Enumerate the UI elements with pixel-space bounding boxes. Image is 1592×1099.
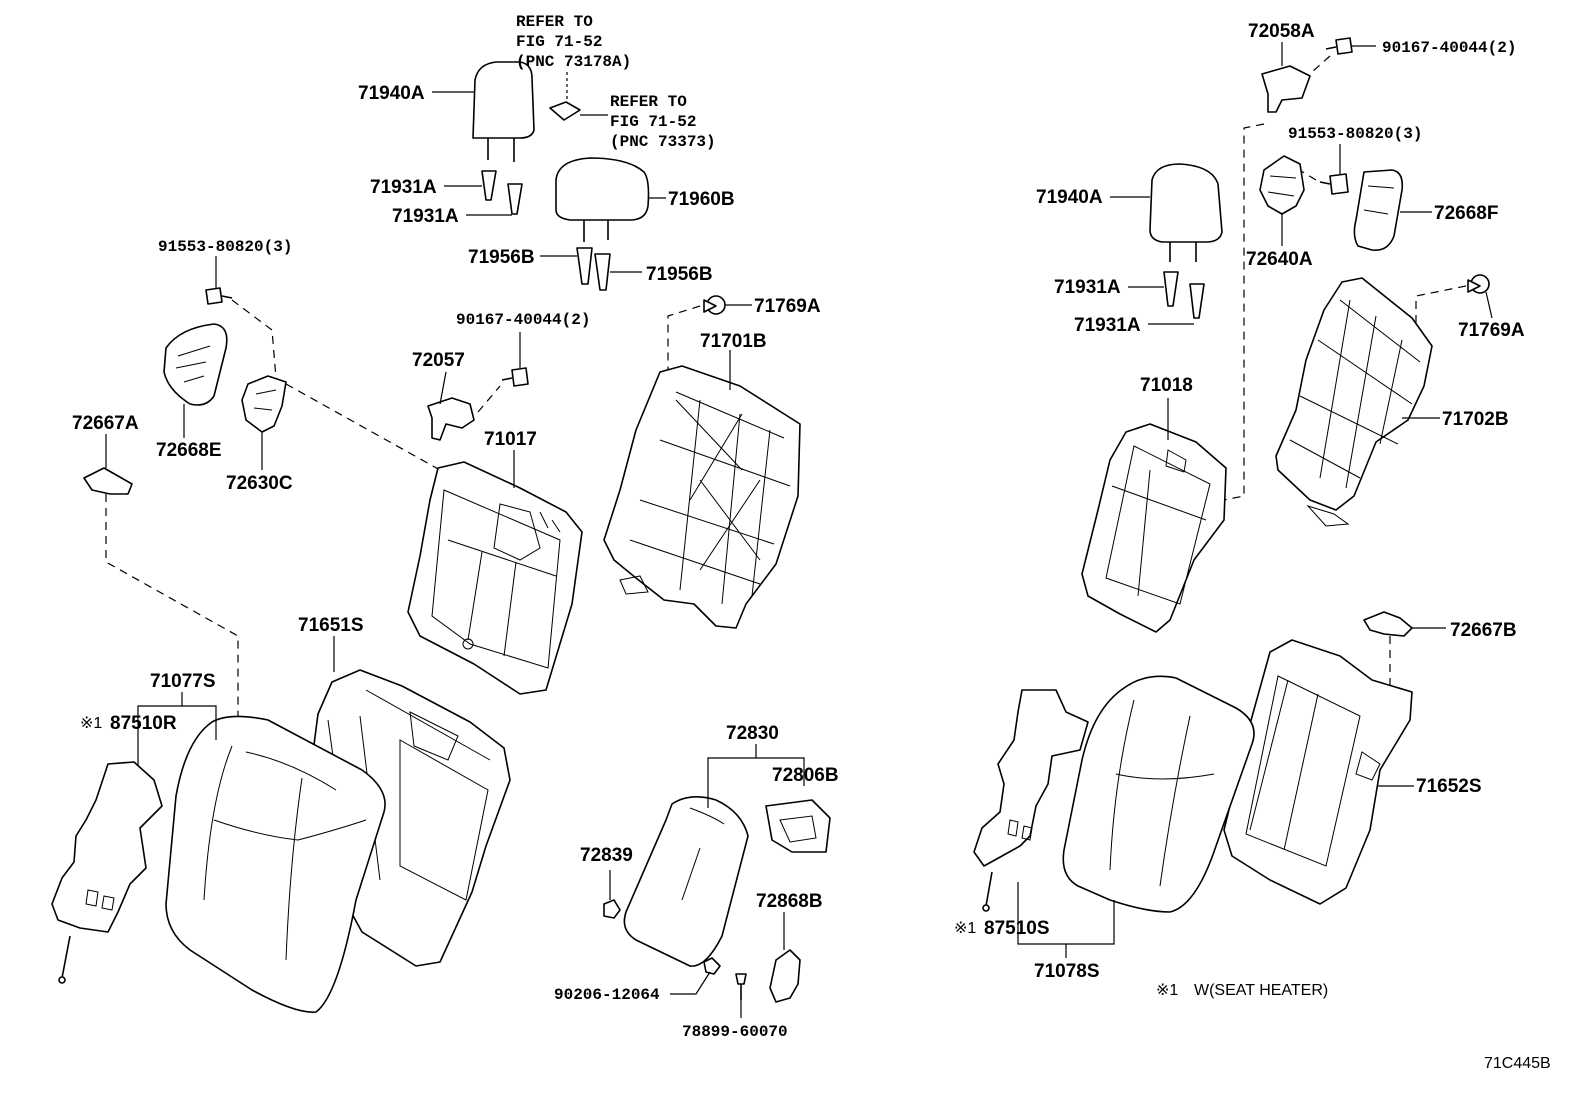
- board-71702B: [1275, 277, 1433, 527]
- screw-71769A-right: [1467, 274, 1490, 294]
- label-71956B-1: 71956B: [468, 247, 535, 268]
- board-71701B: [603, 365, 801, 629]
- label-71652S: 71652S: [1416, 776, 1482, 797]
- label-91553-left: 91553-80820(3): [158, 238, 292, 256]
- bracket-72640A: [1259, 155, 1305, 215]
- screw-90167-left: [501, 367, 529, 387]
- figure-code: 71C445B: [1484, 1055, 1551, 1072]
- reference-note-1: REFER TO FIG 71-52 (PNC 73178A): [516, 13, 631, 71]
- label-90167-right: 90167-40044(2): [1382, 39, 1516, 57]
- clip-90206: [703, 957, 721, 975]
- label-72868B: 72868B: [756, 891, 823, 912]
- cover-71078S: [1062, 675, 1255, 913]
- label-72667B: 72667B: [1450, 620, 1517, 641]
- reference-note-2: REFER TO FIG 71-52 (PNC 73373): [610, 93, 716, 151]
- label-72058A: 72058A: [1248, 21, 1315, 42]
- label-71651S: 71651S: [298, 615, 364, 636]
- headrest-71960B: [555, 157, 650, 242]
- footnote-text: W(SEAT HEATER): [1194, 982, 1328, 999]
- ref1-line2: FIG 71-52: [516, 33, 602, 51]
- bolt-91553-right: [1319, 173, 1349, 195]
- screw-71769A-left: [703, 295, 726, 315]
- label-71960B: 71960B: [668, 189, 735, 210]
- label-72057: 72057: [412, 350, 465, 371]
- label-90206: 90206-12064: [554, 986, 660, 1004]
- label-72630C: 72630C: [226, 473, 293, 494]
- footnote: ※1 W(SEAT HEATER): [1156, 982, 1328, 999]
- label-91553-right: 91553-80820(3): [1288, 125, 1422, 143]
- cover-72868B: [769, 949, 801, 1003]
- label-71702B: 71702B: [1442, 409, 1509, 430]
- heater-87510S: [973, 689, 1089, 912]
- screw-90167-right: [1325, 37, 1353, 55]
- stopper-72839: [603, 899, 621, 919]
- label-71018: 71018: [1140, 375, 1193, 396]
- ref2-line1: REFER TO: [610, 93, 687, 111]
- frame-71017: [407, 461, 583, 695]
- ref2-line3: (PNC 73373): [610, 133, 716, 151]
- label-71769A-left: 71769A: [754, 296, 821, 317]
- bracket-72058A: [1261, 65, 1311, 113]
- ref2-line2: FIG 71-52: [610, 113, 696, 131]
- label-72668E: 72668E: [156, 440, 222, 461]
- footnote-mark: ※1: [1156, 982, 1178, 999]
- label-90167-left: 90167-40044(2): [456, 311, 590, 329]
- ref1-line1: REFER TO: [516, 13, 593, 31]
- note-mark-87510R: ※1: [80, 715, 102, 732]
- guide-71931A-right: [1163, 271, 1205, 319]
- label-71078S: 71078S: [1034, 961, 1100, 982]
- cover-72668F: [1353, 169, 1404, 252]
- bracket-72057: [427, 397, 475, 441]
- label-71956B-2: 71956B: [646, 264, 713, 285]
- label-72667A: 72667A: [72, 413, 139, 434]
- cupholder-72806B: [765, 799, 831, 853]
- bolt-91553-left: [205, 287, 233, 305]
- ref1-line3: (PNC 73178A): [516, 53, 631, 71]
- label-71931A-left-1: 71931A: [370, 177, 437, 198]
- label-72806B: 72806B: [772, 765, 839, 786]
- label-71769A-right: 71769A: [1458, 320, 1525, 341]
- note-mark-87510S: ※1: [954, 920, 976, 937]
- label-71077S: 71077S: [150, 671, 216, 692]
- bracket-72630C: [241, 375, 287, 433]
- label-71931A-left-2: 71931A: [392, 206, 459, 227]
- label-72640A: 72640A: [1246, 249, 1313, 270]
- label-87510R: 87510R: [110, 713, 177, 734]
- cover-72668E: [163, 323, 228, 406]
- headrest-71940A-right: [1149, 163, 1223, 262]
- guide-71956B: [576, 247, 611, 291]
- label-71940A-left: 71940A: [358, 83, 425, 104]
- heater-87510R: [51, 761, 163, 984]
- cover-71077S: [165, 715, 386, 1013]
- clip-78899: [735, 973, 747, 1000]
- frame-71018: [1081, 423, 1227, 633]
- label-72830: 72830: [726, 723, 779, 744]
- label-78899: 78899-60070: [682, 1023, 788, 1041]
- armrest-72830: [623, 796, 749, 967]
- clip-72667A: [83, 467, 133, 495]
- clip-73178A: [549, 72, 581, 121]
- label-71931A-right-2: 71931A: [1074, 315, 1141, 336]
- label-71017: 71017: [484, 429, 537, 450]
- label-72668F: 72668F: [1434, 203, 1498, 224]
- clip-72667B: [1363, 611, 1413, 637]
- pad-71652S: [1223, 639, 1413, 905]
- guide-71931A-left: [481, 170, 523, 215]
- headrest-71940A-left: [472, 61, 535, 162]
- label-71940A-right: 71940A: [1036, 187, 1103, 208]
- label-72839: 72839: [580, 845, 633, 866]
- label-71931A-right-1: 71931A: [1054, 277, 1121, 298]
- label-71701B: 71701B: [700, 331, 767, 352]
- label-87510S: 87510S: [984, 918, 1050, 939]
